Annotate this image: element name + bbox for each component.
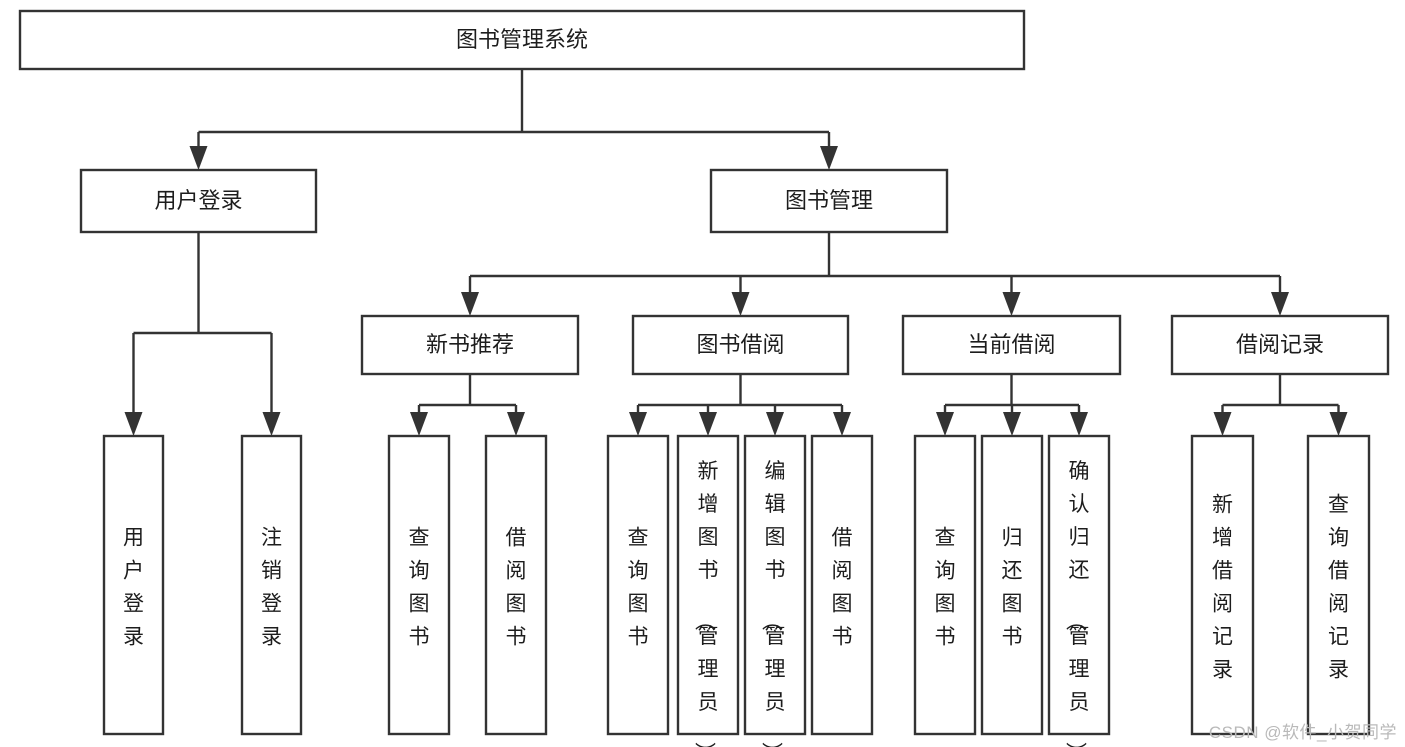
- arrow-head-icon: [1271, 292, 1289, 316]
- node-box-leaf-query-record[interactable]: [1306, 434, 1371, 736]
- node-label-leaf-user-login: 用户登录: [123, 527, 144, 649]
- edge-group-new-book-rec: [410, 374, 525, 436]
- node-label-leaf-query-record: 查询借阅记录: [1328, 494, 1349, 682]
- node-label-leaf-add-record: 新增借阅记录: [1212, 494, 1233, 682]
- node-label-leaf-add-book: 新增图书（管理员）: [693, 460, 719, 747]
- node-label-new-book-rec: 新书推荐: [426, 332, 514, 357]
- arrow-head-icon: [1213, 412, 1232, 436]
- node-box-user-login[interactable]: [79, 168, 318, 234]
- node-box-leaf-edit-book[interactable]: [743, 434, 807, 736]
- node-box-leaf-add-record[interactable]: [1190, 434, 1255, 736]
- arrow-head-icon: [124, 412, 143, 436]
- node-label-leaf-query-book-3: 查询图书: [935, 527, 956, 649]
- arrow-head-icon: [410, 412, 428, 436]
- nodes-layer: 图书管理系统用户登录图书管理新书推荐图书借阅当前借阅借阅记录用户登录注销登录查询…: [18, 9, 1390, 747]
- node-box-leaf-add-book[interactable]: [676, 434, 740, 736]
- node-box-leaf-logout[interactable]: [240, 434, 303, 736]
- node-book-borrow[interactable]: 图书借阅: [631, 314, 850, 376]
- node-label-user-login: 用户登录: [154, 188, 242, 213]
- arrow-head-icon: [936, 412, 954, 436]
- node-label-current-borrow: 当前借阅: [967, 332, 1055, 357]
- node-box-leaf-return-book[interactable]: [980, 434, 1044, 736]
- arrow-head-icon: [189, 146, 208, 170]
- edge-group-user-login: [124, 232, 281, 436]
- node-leaf-edit-book[interactable]: 编辑图书（管理员）: [743, 434, 807, 747]
- node-root[interactable]: 图书管理系统: [18, 9, 1026, 71]
- arrow-head-icon: [731, 292, 750, 316]
- node-label-leaf-query-book-1: 查询图书: [409, 527, 430, 649]
- node-box-current-borrow[interactable]: [901, 314, 1122, 376]
- arrow-head-icon: [1003, 412, 1021, 436]
- node-box-leaf-query-book-2[interactable]: [606, 434, 670, 736]
- node-leaf-add-book[interactable]: 新增图书（管理员）: [676, 434, 740, 747]
- node-label-leaf-query-book-2: 查询图书: [628, 527, 649, 649]
- edge-group-root: [189, 69, 838, 170]
- node-box-root[interactable]: [18, 9, 1026, 71]
- edge-group-current-borrow: [936, 374, 1088, 436]
- node-leaf-add-record[interactable]: 新增借阅记录: [1190, 434, 1255, 736]
- node-new-book-rec[interactable]: 新书推荐: [360, 314, 580, 376]
- node-box-new-book-rec[interactable]: [360, 314, 580, 376]
- node-label-leaf-borrow-book-2: 借阅图书: [832, 527, 853, 649]
- arrow-head-icon: [629, 412, 647, 436]
- node-box-leaf-query-book-3[interactable]: [913, 434, 977, 736]
- node-leaf-query-book-3[interactable]: 查询图书: [913, 434, 977, 736]
- node-label-leaf-edit-book: 编辑图书（管理员）: [760, 460, 786, 747]
- arrow-head-icon: [1002, 292, 1021, 316]
- node-borrow-record[interactable]: 借阅记录: [1170, 314, 1390, 376]
- node-box-book-manage[interactable]: [709, 168, 949, 234]
- node-leaf-return-book[interactable]: 归还图书: [980, 434, 1044, 736]
- node-label-leaf-logout: 注销登录: [261, 527, 282, 649]
- arrow-head-icon: [833, 412, 851, 436]
- node-label-leaf-borrow-book-1: 借阅图书: [506, 527, 527, 649]
- node-current-borrow[interactable]: 当前借阅: [901, 314, 1122, 376]
- node-box-leaf-user-login[interactable]: [102, 434, 165, 736]
- node-box-borrow-record[interactable]: [1170, 314, 1390, 376]
- arrow-head-icon: [766, 412, 784, 436]
- node-book-manage[interactable]: 图书管理: [709, 168, 949, 234]
- node-label-book-manage: 图书管理: [785, 188, 873, 213]
- node-label-borrow-record: 借阅记录: [1236, 332, 1324, 357]
- node-leaf-confirm-return[interactable]: 确认归还（管理员）: [1047, 434, 1111, 747]
- node-leaf-borrow-book-1[interactable]: 借阅图书: [484, 434, 548, 736]
- node-box-leaf-borrow-book-1[interactable]: [484, 434, 548, 736]
- node-label-root: 图书管理系统: [456, 27, 588, 52]
- node-leaf-logout[interactable]: 注销登录: [240, 434, 303, 736]
- arrow-head-icon: [699, 412, 717, 436]
- arrow-head-icon: [507, 412, 525, 436]
- edge-group-book-borrow: [629, 374, 851, 436]
- node-leaf-query-record[interactable]: 查询借阅记录: [1306, 434, 1371, 736]
- node-box-leaf-confirm-return[interactable]: [1047, 434, 1111, 736]
- edge-group-book-manage: [461, 232, 1289, 316]
- node-leaf-borrow-book-2[interactable]: 借阅图书: [810, 434, 874, 736]
- arrow-head-icon: [262, 412, 281, 436]
- arrow-head-icon: [1329, 412, 1348, 436]
- edges-layer: [124, 69, 1348, 436]
- node-box-leaf-borrow-book-2[interactable]: [810, 434, 874, 736]
- node-label-leaf-return-book: 归还图书: [1002, 527, 1023, 649]
- arrow-head-icon: [461, 292, 479, 316]
- node-leaf-query-book-1[interactable]: 查询图书: [387, 434, 451, 736]
- node-label-book-borrow: 图书借阅: [696, 332, 784, 357]
- node-leaf-user-login[interactable]: 用户登录: [102, 434, 165, 736]
- node-leaf-query-book-2[interactable]: 查询图书: [606, 434, 670, 736]
- arrow-head-icon: [820, 146, 838, 170]
- node-label-leaf-confirm-return: 确认归还（管理员）: [1064, 460, 1090, 747]
- node-user-login[interactable]: 用户登录: [79, 168, 318, 234]
- node-box-leaf-query-book-1[interactable]: [387, 434, 451, 736]
- arrow-head-icon: [1070, 412, 1088, 436]
- edge-group-borrow-record: [1213, 374, 1348, 436]
- node-box-book-borrow[interactable]: [631, 314, 850, 376]
